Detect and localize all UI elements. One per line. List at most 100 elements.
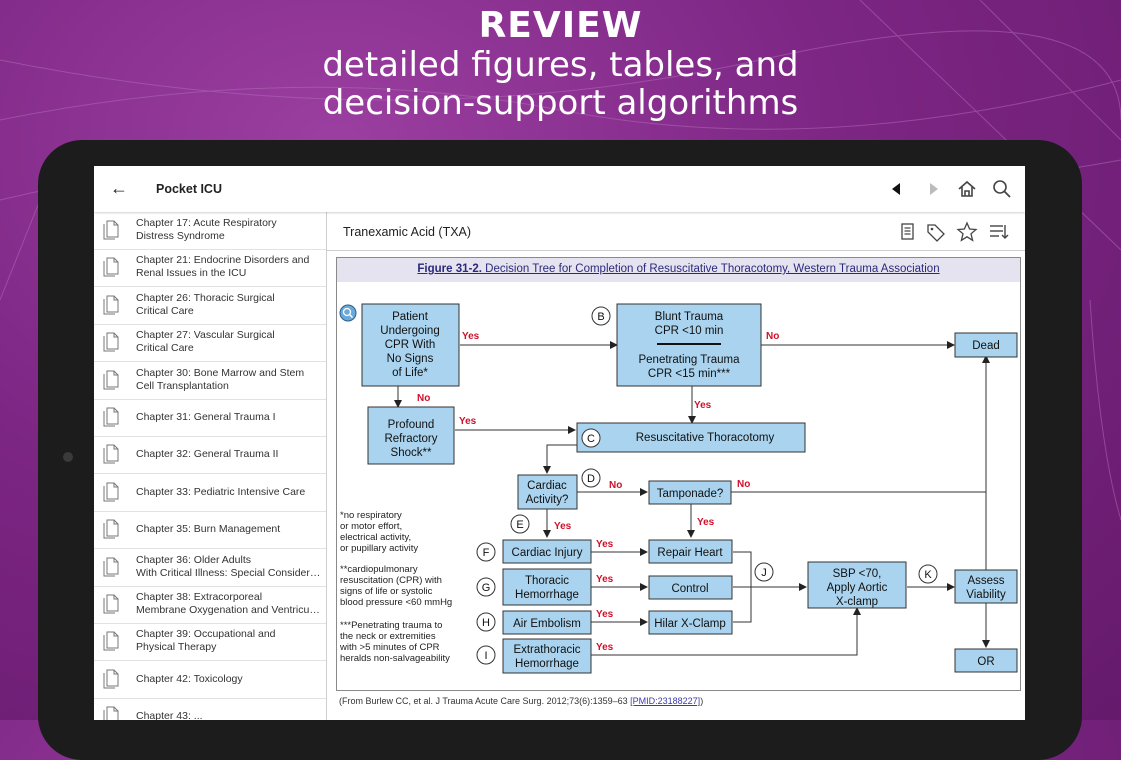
circle-g-label: G: [482, 582, 491, 594]
note3-line-4: heralds non-salvageability: [340, 653, 450, 664]
yes-label: Yes: [596, 539, 614, 550]
circle-d-label: D: [587, 473, 595, 485]
circle-e-label: E: [516, 519, 523, 531]
chapter-title-line-2: Physical Therapy: [136, 641, 217, 654]
repair-heart-label: Repair Heart: [657, 547, 723, 559]
assess-line-1: Assess: [967, 575, 1004, 587]
box-or: [954, 648, 1018, 673]
figure-source: (From Burlew CC, et al. J Trauma Acute C…: [339, 696, 703, 706]
box-tamponade: [648, 480, 732, 505]
figure-panel: Figure 31-2. Decision Tree for Completio…: [336, 257, 1021, 691]
chapter-title-line-2: Membrane Oxygenation and Ventricular Ass…: [136, 604, 322, 616]
notes-icon[interactable]: [897, 221, 919, 243]
box-dead: [954, 332, 1018, 358]
box-sbp: [807, 561, 907, 609]
extra-line-1: Extrathoracic: [513, 644, 580, 656]
tag-icon[interactable]: [925, 221, 947, 243]
box-hilar-xclamp: [648, 610, 733, 635]
pmid-link[interactable]: [PMID:23188227]: [630, 696, 701, 706]
sbp-line-1: SBP <70,: [833, 568, 882, 580]
chapter-title-line-2: Renal Issues in the ICU: [136, 267, 247, 280]
circle-d: [581, 468, 601, 488]
thoracotomy-label: Resuscitative Thoracotomy: [636, 432, 775, 444]
penetrating-line-1: Penetrating Trauma: [638, 354, 740, 366]
content-title: Tranexamic Acid (TXA): [343, 225, 472, 239]
document-icon: [103, 407, 119, 427]
box-patient: [361, 303, 460, 387]
box-thoracotomy: [576, 422, 806, 453]
note2-line-3: signs of life or systolic: [340, 586, 433, 597]
shock-line-1: Profound: [388, 419, 435, 431]
home-icon[interactable]: [955, 177, 979, 201]
search-icon[interactable]: [990, 177, 1014, 201]
patient-line-3: CPR With: [385, 339, 435, 351]
box-thoracic-hemorrhage: [502, 568, 592, 606]
circle-e: [510, 514, 530, 534]
patient-line-4: No Signs: [387, 353, 434, 365]
document-icon: [103, 295, 119, 315]
yes-label: Yes: [554, 521, 572, 532]
box-shock: [367, 406, 455, 465]
star-icon[interactable]: [956, 221, 978, 243]
sbp-line-2: Apply Aortic: [827, 582, 888, 594]
circle-f-label: F: [483, 547, 490, 559]
content-divider: [327, 250, 1025, 251]
circle-k-label: K: [924, 569, 932, 581]
document-icon: [103, 706, 119, 720]
circle-j-label: J: [761, 567, 767, 579]
back-arrow-icon[interactable]: ←: [110, 178, 128, 198]
chapter-title-line-2: Critical Care: [136, 342, 194, 355]
box-cardiac-activity: [517, 474, 578, 510]
no-label: No: [417, 393, 430, 404]
figure-caption-text: Decision Tree for Completion of Resuscit…: [481, 263, 940, 275]
figure-caption-bar: Figure 31-2. Decision Tree for Completio…: [337, 258, 1020, 282]
chapter-item[interactable]: Chapter 42: Toxicology: [94, 661, 326, 699]
chapter-title-line-2: Distress Syndrome: [136, 230, 225, 242]
chapter-item[interactable]: Chapter 35: Burn Management: [94, 511, 326, 550]
note1-line-2: or motor effort,: [340, 521, 402, 532]
no-label: No: [609, 480, 622, 491]
chapter-title-line-1: Chapter 38: Extracorporeal: [136, 591, 263, 603]
box-air-embolism: [502, 610, 592, 635]
prev-triangle-icon[interactable]: [885, 177, 909, 201]
document-icon: [103, 257, 119, 277]
box-extrathoracic-hemorrhage: [502, 638, 592, 674]
chapter-item[interactable]: Chapter 31: General Trauma I: [94, 399, 326, 437]
chapter-title-line-1: Chapter 31: General Trauma I: [136, 411, 276, 423]
circle-h: [476, 612, 496, 632]
chapter-item[interactable]: Chapter 33: Pediatric Intensive Care: [94, 474, 326, 512]
chapter-item[interactable]: Chapter 32: General Trauma II: [94, 436, 326, 475]
chapter-title-line-1: Chapter 26: Thoracic Surgical: [136, 291, 275, 304]
chapter-title-line-1: Chapter 33: Pediatric Intensive Care: [136, 485, 306, 498]
chapter-title-line-1: Chapter 27: Vascular Surgical: [136, 329, 275, 342]
app-title: Pocket ICU: [156, 182, 222, 196]
note3-line-1: ***Penetrating trauma to: [340, 620, 442, 631]
document-icon: [103, 594, 119, 614]
figure-caption[interactable]: Figure 31-2. Decision Tree for Completio…: [337, 263, 1020, 275]
app-bar: ← Pocket ICU: [94, 166, 1025, 212]
circle-c: [581, 428, 601, 448]
chapter-title-line-2: Critical Care: [136, 304, 194, 317]
document-icon: [103, 482, 119, 502]
control-label: Control: [671, 583, 708, 595]
list-icon[interactable]: [987, 221, 1009, 243]
chapter-item[interactable]: Chapter 43: ...: [94, 698, 326, 720]
next-triangle-icon[interactable]: [921, 177, 945, 201]
cardiac-line-2: Activity?: [526, 494, 569, 506]
extra-line-2: Hemorrhage: [515, 658, 579, 670]
content-pane: Tranexamic Acid (TXA) Figure 31-2. Decis…: [327, 212, 1025, 720]
note2-line-4: blood pressure <60 mmHg: [340, 597, 452, 608]
thoracic-line-2: Hemorrhage: [515, 589, 579, 601]
cardiac-line-1: Cardiac: [527, 480, 567, 492]
zoom-icon[interactable]: [339, 304, 357, 322]
box-control: [648, 575, 733, 600]
